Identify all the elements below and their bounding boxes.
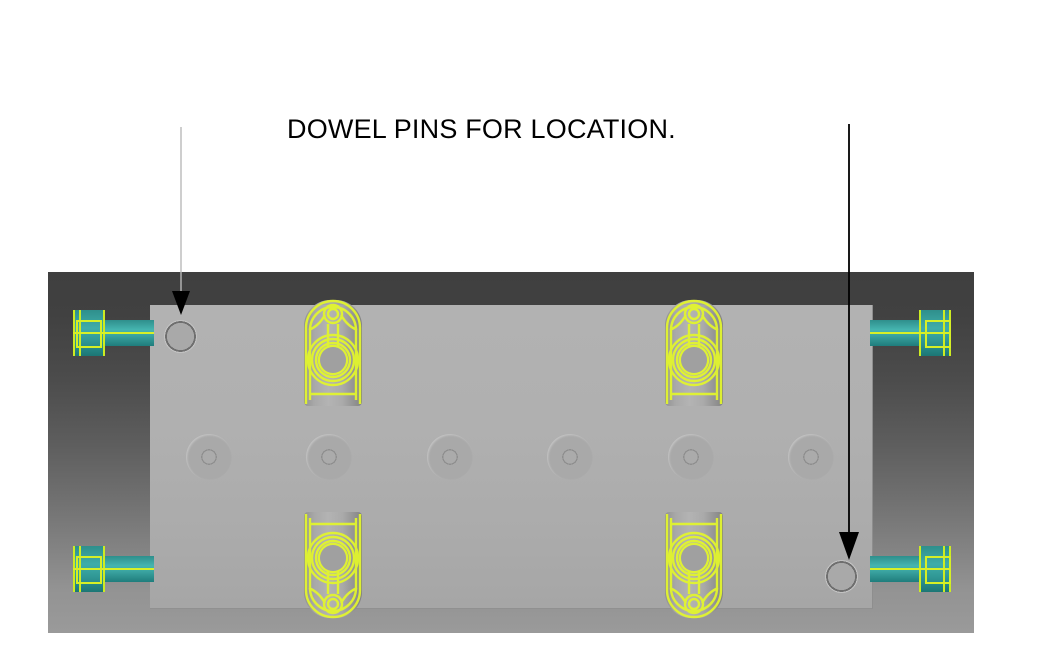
bolt-lower-right — [870, 546, 960, 592]
cad-3d-viewport[interactable] — [48, 272, 974, 633]
counterbore-hole — [788, 434, 834, 480]
lower-right-dowel-pin — [825, 560, 858, 593]
fixture-base-plate — [150, 305, 873, 609]
arrowhead-icon — [839, 532, 859, 560]
right-leader-line — [839, 124, 859, 560]
clamp-bottom-left — [304, 512, 362, 619]
clamp-top-left — [304, 299, 362, 406]
bolt-lower-left — [62, 546, 154, 592]
bolt-shank — [870, 320, 922, 346]
bolt-head — [920, 546, 950, 592]
clamp-highlight-wire — [665, 299, 723, 404]
bolt-upper-right — [870, 310, 960, 356]
counterbore-hole — [306, 434, 352, 480]
counterbore-hole — [668, 434, 714, 480]
bolt-shank — [104, 320, 154, 346]
bolt-head — [920, 310, 950, 356]
upper-left-dowel-pin — [164, 320, 197, 353]
arrowhead-icon — [172, 291, 190, 315]
counterbore-hole — [547, 434, 593, 480]
annotation-title: DOWEL PINS FOR LOCATION. — [287, 114, 676, 144]
bolt-head — [75, 546, 105, 592]
clamp-highlight-wire — [665, 514, 723, 619]
bolt-upper-left — [62, 310, 154, 356]
bolt-shank — [104, 556, 154, 582]
clamp-bottom-right — [665, 512, 723, 619]
clamp-highlight-wire — [304, 514, 362, 619]
counterbore-hole — [186, 434, 232, 480]
counterbore-hole — [427, 434, 473, 480]
left-leader-line — [172, 127, 190, 315]
clamp-top-right — [665, 299, 723, 406]
bolt-head — [75, 310, 105, 356]
bolt-shank — [870, 556, 922, 582]
clamp-highlight-wire — [304, 299, 362, 404]
